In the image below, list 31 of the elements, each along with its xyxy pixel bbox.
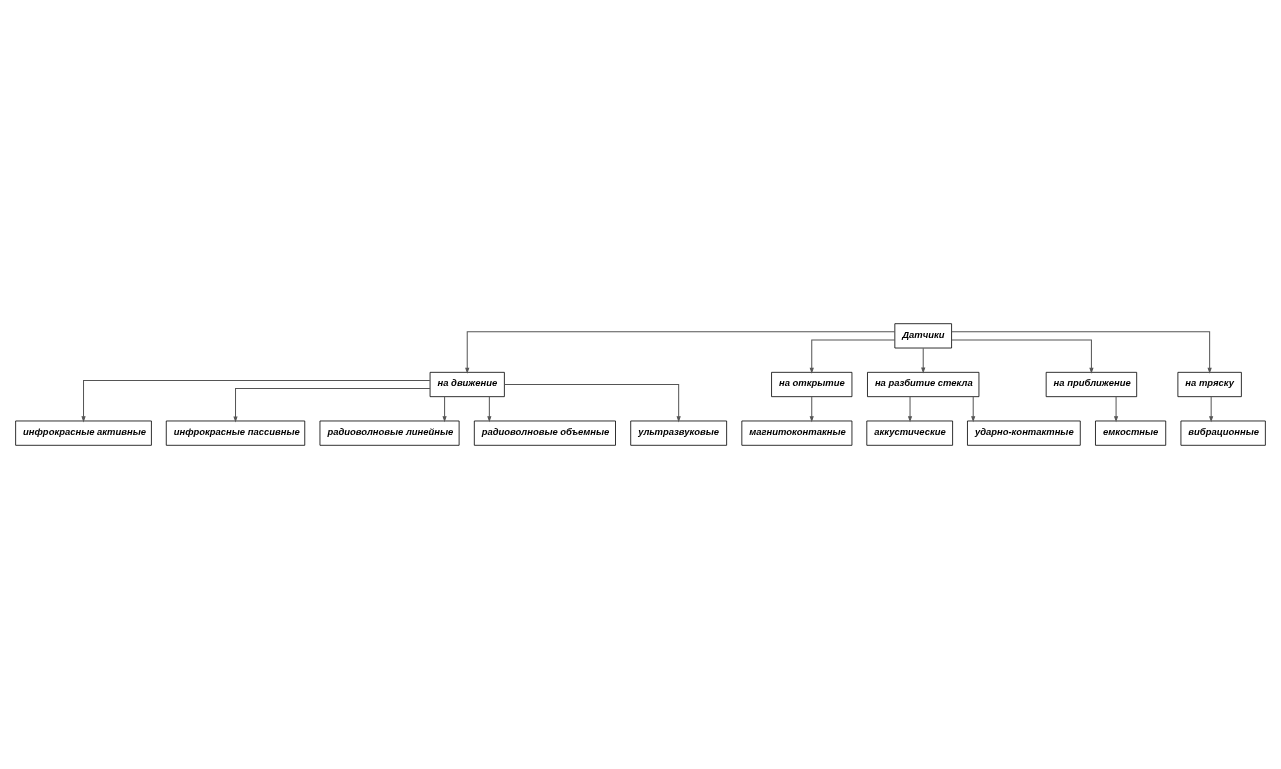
node-box: на приближение <box>1045 371 1138 398</box>
node-box: радиоволновые объемные <box>473 420 616 446</box>
node-box: аккустические <box>866 420 953 446</box>
node-box: на движение <box>429 371 505 398</box>
node-box: на открытие <box>771 371 853 398</box>
arrow <box>1209 396 1214 423</box>
node-box: на тряску <box>1177 371 1242 398</box>
arrow <box>442 396 447 423</box>
node-box: ультразвуковые <box>630 420 728 446</box>
arrow <box>81 379 431 423</box>
node-box: на разбитие стекла <box>867 371 980 398</box>
arrow <box>921 347 926 374</box>
node-box: ударно-контактные <box>967 420 1081 446</box>
arrow <box>1113 396 1119 423</box>
node-box: емкостные <box>1095 420 1167 446</box>
arrow <box>951 331 1212 374</box>
node-box: инфрокрасные активные <box>15 420 152 446</box>
arrow <box>971 396 976 423</box>
arrow <box>809 339 896 374</box>
node-box: вибрационные <box>1180 420 1266 446</box>
node-box: магнитоконтакные <box>741 420 853 446</box>
node-box: инфрокрасные пассивные <box>165 420 306 446</box>
node-box: Датчики <box>894 323 952 349</box>
arrow <box>951 339 1094 374</box>
arrow <box>487 396 492 423</box>
arrow <box>233 388 431 423</box>
arrow <box>465 331 896 374</box>
node-box: радиоволновые линейные <box>319 420 460 446</box>
arrow <box>504 384 681 423</box>
arrow <box>809 396 814 423</box>
arrow <box>907 396 913 423</box>
